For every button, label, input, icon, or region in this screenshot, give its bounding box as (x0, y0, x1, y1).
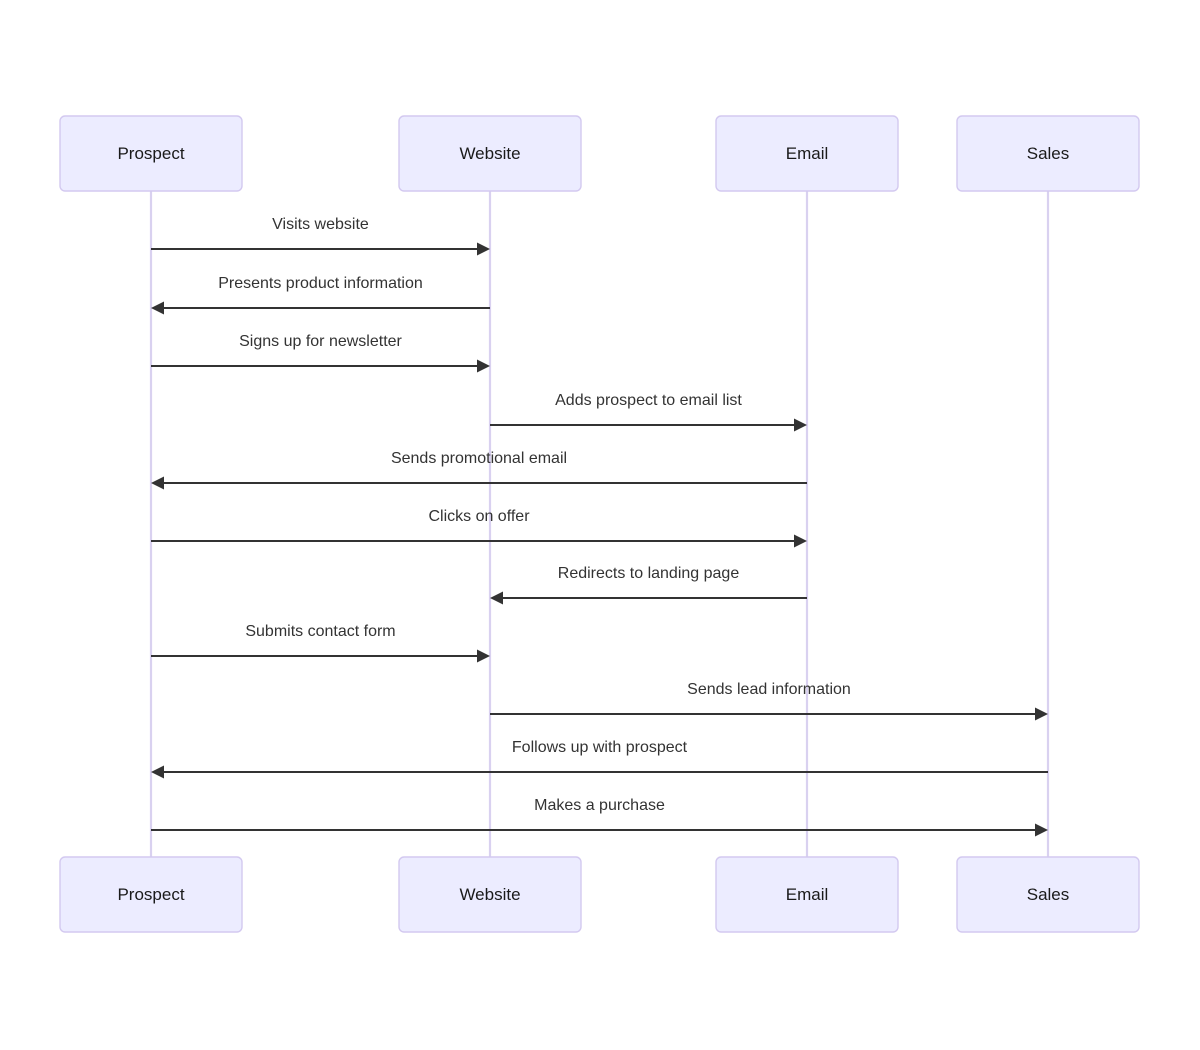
lifelines-layer (149, 191, 1050, 857)
actor-box-email[interactable] (715, 856, 899, 933)
actors-bottom-layer: Prospect Website Email Sales (59, 856, 1140, 933)
actor-bottom-prospect[interactable]: Prospect (59, 856, 243, 933)
message-arrowhead-6 (794, 534, 807, 548)
message-label-5: Sends promotional email (391, 450, 567, 467)
message-label-8: Submits contact form (245, 623, 395, 640)
message-label-6: Clicks on offer (428, 508, 530, 525)
message-label-9: Sends lead information (687, 681, 851, 698)
actor-box-website[interactable] (398, 115, 582, 192)
actor-top-prospect[interactable]: Prospect (59, 115, 243, 192)
message-arrowhead-9 (1035, 707, 1048, 721)
actor-bottom-website[interactable]: Website (398, 856, 582, 933)
actor-label-email: Email (786, 885, 829, 904)
message-arrowhead-8 (477, 649, 490, 663)
message-label-10: Follows up with prospect (512, 739, 688, 756)
actor-top-sales[interactable]: Sales (956, 115, 1140, 192)
message-11[interactable]: Makes a purchase (151, 797, 1048, 837)
message-arrowhead-11 (1035, 823, 1048, 837)
message-label-11: Makes a purchase (534, 797, 665, 814)
actor-label-email: Email (786, 144, 829, 163)
message-5[interactable]: Sends promotional email (151, 450, 807, 490)
actor-box-sales[interactable] (956, 115, 1140, 192)
actor-label-sales: Sales (1027, 885, 1070, 904)
message-label-7: Redirects to landing page (558, 565, 740, 582)
message-label-3: Signs up for newsletter (239, 333, 402, 350)
actor-top-email[interactable]: Email (715, 115, 899, 192)
message-arrowhead-7 (490, 591, 503, 605)
message-label-2: Presents product information (218, 275, 423, 292)
actor-bottom-email[interactable]: Email (715, 856, 899, 933)
actors-top-layer: Prospect Website Email Sales (59, 115, 1140, 192)
actor-box-sales[interactable] (956, 856, 1140, 933)
actor-label-website: Website (459, 885, 520, 904)
actor-box-prospect[interactable] (59, 856, 243, 933)
message-8[interactable]: Submits contact form (151, 623, 490, 663)
message-4[interactable]: Adds prospect to email list (490, 392, 807, 432)
message-arrowhead-5 (151, 476, 164, 490)
message-arrowhead-3 (477, 359, 490, 373)
actor-box-website[interactable] (398, 856, 582, 933)
actor-label-sales: Sales (1027, 144, 1070, 163)
actor-label-prospect: Prospect (117, 885, 184, 904)
actor-box-email[interactable] (715, 115, 899, 192)
message-3[interactable]: Signs up for newsletter (151, 333, 490, 373)
actor-label-website: Website (459, 144, 520, 163)
message-1[interactable]: Visits website (151, 216, 490, 256)
message-arrowhead-10 (151, 765, 164, 779)
message-9[interactable]: Sends lead information (490, 681, 1048, 721)
message-arrowhead-1 (477, 242, 490, 256)
message-label-4: Adds prospect to email list (555, 392, 742, 409)
message-arrowhead-2 (151, 301, 164, 315)
actor-top-website[interactable]: Website (398, 115, 582, 192)
message-6[interactable]: Clicks on offer (151, 508, 807, 548)
message-10[interactable]: Follows up with prospect (151, 739, 1048, 779)
message-arrowhead-4 (794, 418, 807, 432)
actor-box-prospect[interactable] (59, 115, 243, 192)
actor-bottom-sales[interactable]: Sales (956, 856, 1140, 933)
actor-label-prospect: Prospect (117, 144, 184, 163)
message-2[interactable]: Presents product information (151, 275, 490, 315)
message-7[interactable]: Redirects to landing page (490, 565, 807, 605)
message-label-1: Visits website (272, 216, 369, 233)
